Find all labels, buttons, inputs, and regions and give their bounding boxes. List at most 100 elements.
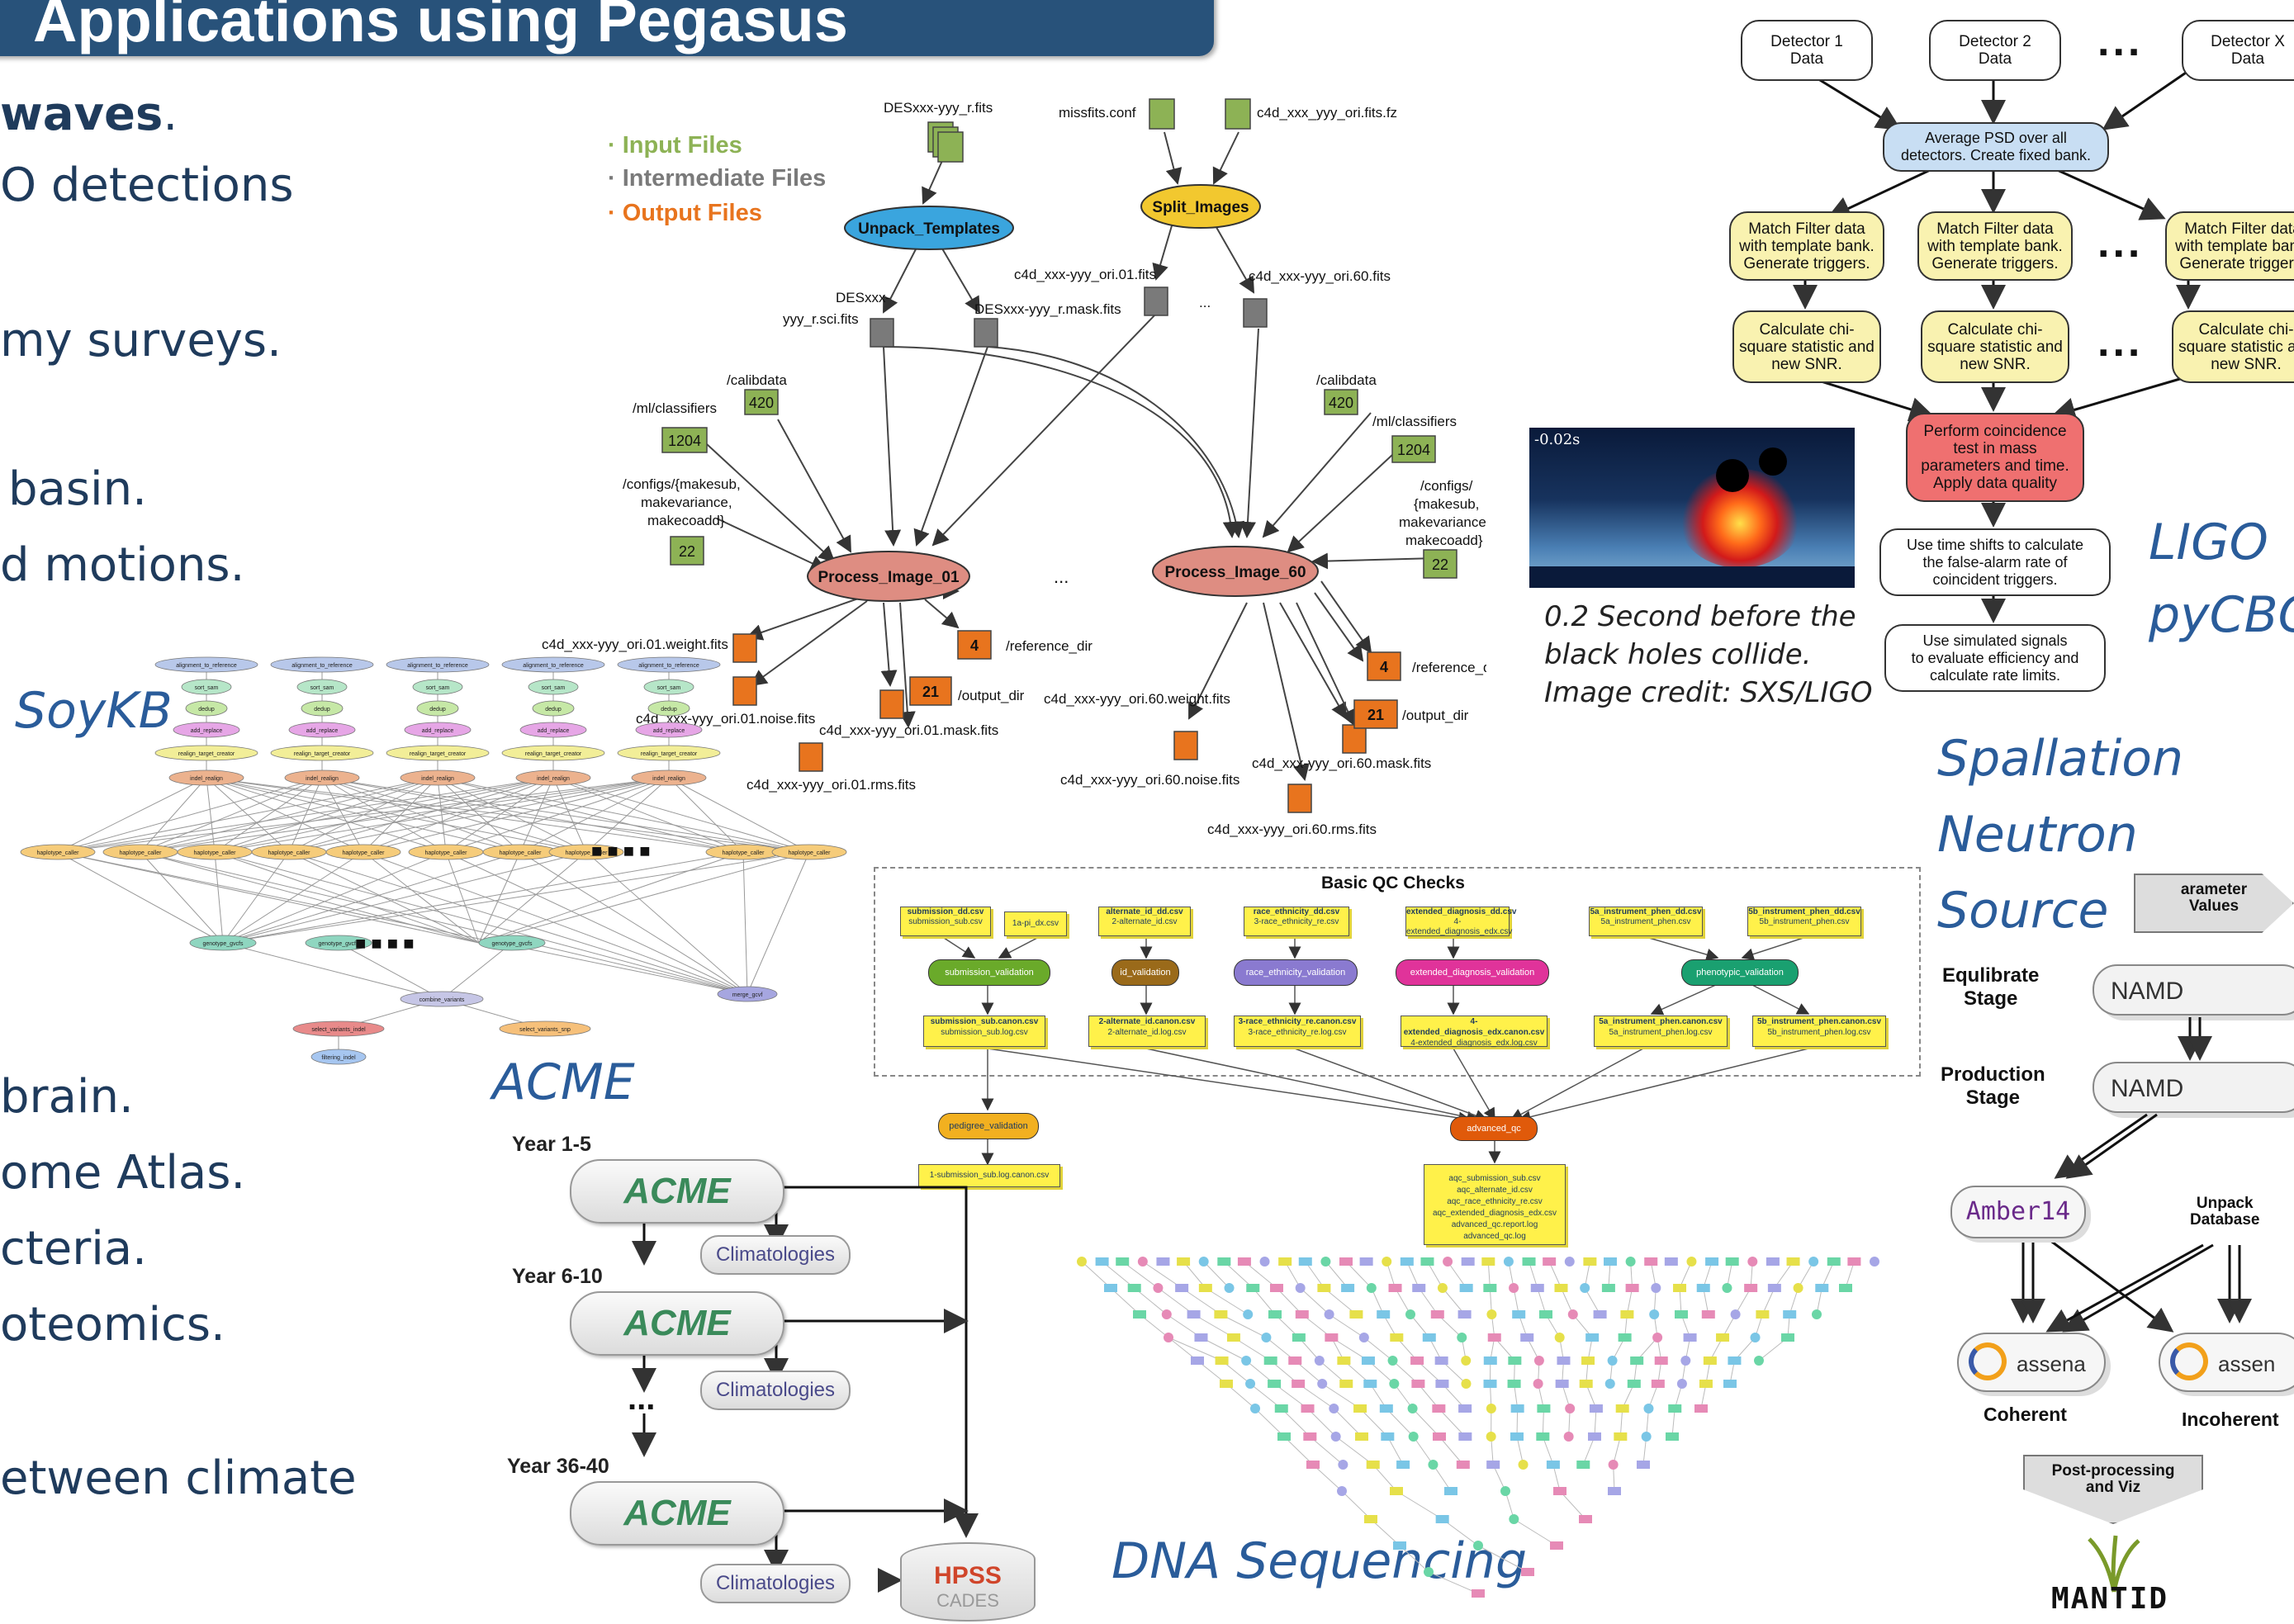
soykb-node-filter-indel: filtering_indel [311, 1049, 366, 1064]
dna-node [1299, 1257, 1312, 1266]
svg-text:dedup: dedup [314, 707, 330, 713]
dna-node [1620, 1310, 1633, 1319]
dna-node [1583, 1257, 1596, 1266]
dna-node [1699, 1380, 1713, 1388]
bh-timer: -0.02s [1534, 431, 1580, 448]
dna-node [1438, 1283, 1448, 1293]
dna-node [1260, 1257, 1270, 1267]
sns-sassena-1: assena [1957, 1333, 2106, 1392]
dna-edge [1438, 1409, 1465, 1437]
dna-node [1389, 1284, 1402, 1292]
svg-text:combine_variants: combine_variants [419, 997, 465, 1003]
dna-node [1288, 1356, 1301, 1365]
dna-node [1433, 1432, 1446, 1441]
dna-node [1270, 1284, 1283, 1292]
svg-text:add_replace: add_replace [422, 728, 454, 734]
dna-node [1296, 1310, 1309, 1319]
soykb-node-indel: indel_realign [401, 770, 475, 785]
dna-node [1363, 1380, 1377, 1388]
soykb-node-merge: merge_gcvf [718, 987, 777, 1001]
dna-node [1277, 1432, 1291, 1441]
dna-node [1191, 1356, 1204, 1365]
soykb-edge [363, 778, 438, 852]
dna-node [1217, 1257, 1230, 1266]
svg-text:add_replace: add_replace [191, 728, 223, 734]
des-ellipsis-top: ... [1199, 295, 1211, 310]
svg-text:alignment_to_reference: alignment_to_reference [176, 663, 237, 669]
acme-climatologies-1: Climatologies [700, 1235, 851, 1275]
dna-node [1652, 1333, 1662, 1342]
dna-node [1315, 1356, 1325, 1366]
acme-logo-3: ACME [570, 1481, 784, 1546]
dna-edge [1672, 1409, 1675, 1437]
dna-node [1815, 1284, 1828, 1292]
dna-node [1292, 1333, 1306, 1342]
acme-dots: ... [628, 1380, 655, 1418]
soykb-node-align: alignment_to_reference [502, 657, 604, 672]
soykb-edge [58, 852, 747, 994]
dna-node [1726, 1257, 1739, 1266]
dna-node [1675, 1310, 1688, 1319]
svg-text:indel_realign: indel_realign [421, 776, 454, 782]
dna-node [1580, 1283, 1590, 1293]
svg-text:haplotype_caller: haplotype_caller [120, 850, 163, 856]
dna-node [1580, 1380, 1593, 1388]
soykb-node-add: add_replace [405, 722, 471, 737]
dna-node [1655, 1356, 1668, 1365]
dna-edge [1543, 1437, 1553, 1465]
dna-node [1731, 1309, 1741, 1319]
dna-node [1486, 1461, 1500, 1469]
dna-node [1594, 1310, 1607, 1319]
dna-node [1443, 1257, 1453, 1267]
dna-node [1194, 1333, 1207, 1342]
dna-node [1423, 1333, 1436, 1342]
soykb-node-realign: realign_target_creator [618, 746, 720, 760]
dna-node [1156, 1257, 1169, 1266]
soykb-node-dedup: dedup [533, 701, 574, 716]
soykb-node-sort: sort_sam [413, 679, 462, 694]
soykb-node-genotype: genotype_gvcfs [479, 935, 545, 950]
file-ori01: c4d_xxx-yyy_ori.01.fits [1014, 267, 1156, 282]
dna-node [1296, 1283, 1306, 1293]
dna-node [1393, 1541, 1406, 1550]
dna-node [1367, 1461, 1380, 1469]
dna-node [1153, 1283, 1163, 1293]
soykb-edge [223, 852, 363, 943]
dna-node [1250, 1404, 1260, 1413]
file-calib-1: /calibdata [727, 372, 787, 388]
dna-node [1605, 1379, 1615, 1389]
soykb-node-align: alignment_to_reference [271, 657, 373, 672]
svg-text:haplotype_caller: haplotype_caller [268, 850, 311, 856]
svg-text:genotype_gvcfs: genotype_gvcfs [318, 941, 359, 947]
soykb-node-haplotype: haplotype_caller [706, 845, 780, 859]
dna-node [1133, 1310, 1146, 1319]
dna-node [1457, 1461, 1470, 1469]
file-fz: c4d_xxx_yyy_ori.fits.fz [1257, 105, 1397, 121]
soykb-edge [446, 852, 747, 994]
dna-node [1585, 1333, 1599, 1342]
dna-node [1303, 1432, 1316, 1441]
soykb-edge [669, 778, 809, 852]
dna-node [1539, 1310, 1552, 1319]
dna-node [1349, 1310, 1363, 1319]
dna-edge [1413, 1409, 1439, 1437]
dna-node [1238, 1257, 1251, 1266]
ligo-chi-square-1: Calculate chi- square statistic and new … [1732, 310, 1881, 383]
svg-text:indel_realign: indel_realign [652, 776, 685, 782]
dna-node [1839, 1284, 1852, 1292]
sns-incoherent: Incoherent [2182, 1409, 2279, 1431]
dna-node [1619, 1333, 1632, 1342]
soykb-node-haplotype: haplotype_caller [252, 845, 326, 859]
svg-text:genotype_gvcfs: genotype_gvcfs [202, 941, 244, 947]
dna-node [1331, 1432, 1341, 1442]
dna-node [1697, 1284, 1710, 1292]
dna-node [1275, 1404, 1288, 1413]
dna-node [1473, 1541, 1483, 1551]
dna-node [1642, 1432, 1652, 1442]
file-out-2: /output_dir [1402, 708, 1469, 723]
svg-text:alignment_to_reference: alignment_to_reference [407, 663, 468, 669]
dna-edge [1583, 1437, 1595, 1465]
dna-node [1781, 1333, 1794, 1342]
dna-edge [1387, 1437, 1403, 1465]
